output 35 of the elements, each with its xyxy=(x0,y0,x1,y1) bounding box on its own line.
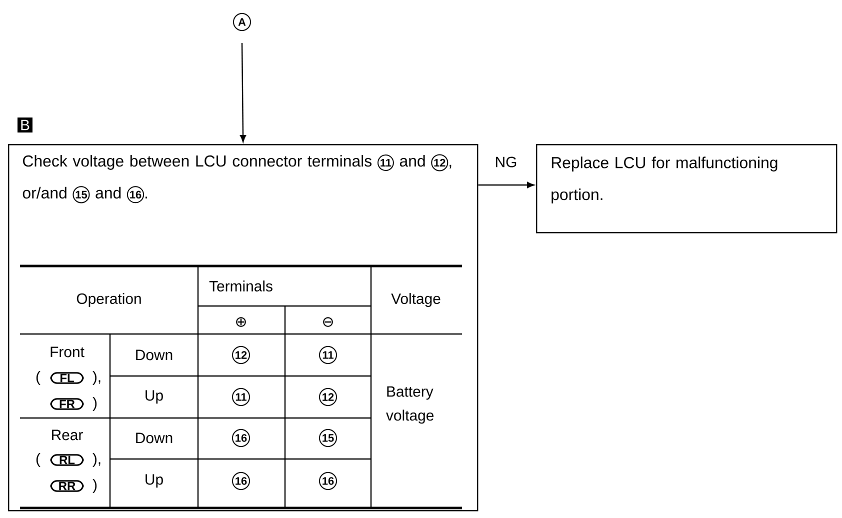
pill-label: RR xyxy=(50,480,84,492)
circled-number: 11 xyxy=(232,388,250,406)
circled-number: 16 xyxy=(319,472,337,490)
pill-label: FL xyxy=(50,372,84,384)
table-cell: Front xyxy=(50,346,84,358)
table-cell: ), xyxy=(92,453,100,467)
table-cell: ⊕ xyxy=(236,317,246,327)
table-cell: ), xyxy=(92,371,100,385)
circled-number: 16 xyxy=(232,472,250,490)
edge-label: NG xyxy=(496,156,516,168)
arrow xyxy=(240,42,246,142)
table-cell: ( xyxy=(36,453,40,467)
table-cell: ) xyxy=(92,397,97,411)
table-cell: ( xyxy=(36,371,40,385)
table-cell: Operation xyxy=(76,293,141,307)
pill-label: RL xyxy=(50,454,84,466)
pill-label: FR xyxy=(50,398,84,410)
table-cell: ) xyxy=(92,479,97,493)
table-cell: Voltage xyxy=(391,293,440,307)
process-box: Replace LCU for malfunctioning portion. xyxy=(536,144,838,234)
table-cell: ⊖ xyxy=(323,317,333,327)
table-cell: Rear xyxy=(52,430,83,440)
arrow xyxy=(478,182,534,188)
circled-number: 11 xyxy=(319,346,337,364)
circled-letter: A xyxy=(233,13,251,31)
circled-number: 15 xyxy=(319,429,337,447)
table-cell: Down xyxy=(136,350,172,360)
table-cell: Battery voltage xyxy=(386,386,434,424)
table-cell: Up xyxy=(146,474,163,488)
table-cell: Down xyxy=(136,432,172,444)
circled-number: 16 xyxy=(232,429,250,447)
circled-number: 12 xyxy=(319,388,337,406)
table-cell: Up xyxy=(146,390,163,404)
table-cell: Terminals xyxy=(209,280,272,292)
circled-number: 12 xyxy=(232,346,250,364)
